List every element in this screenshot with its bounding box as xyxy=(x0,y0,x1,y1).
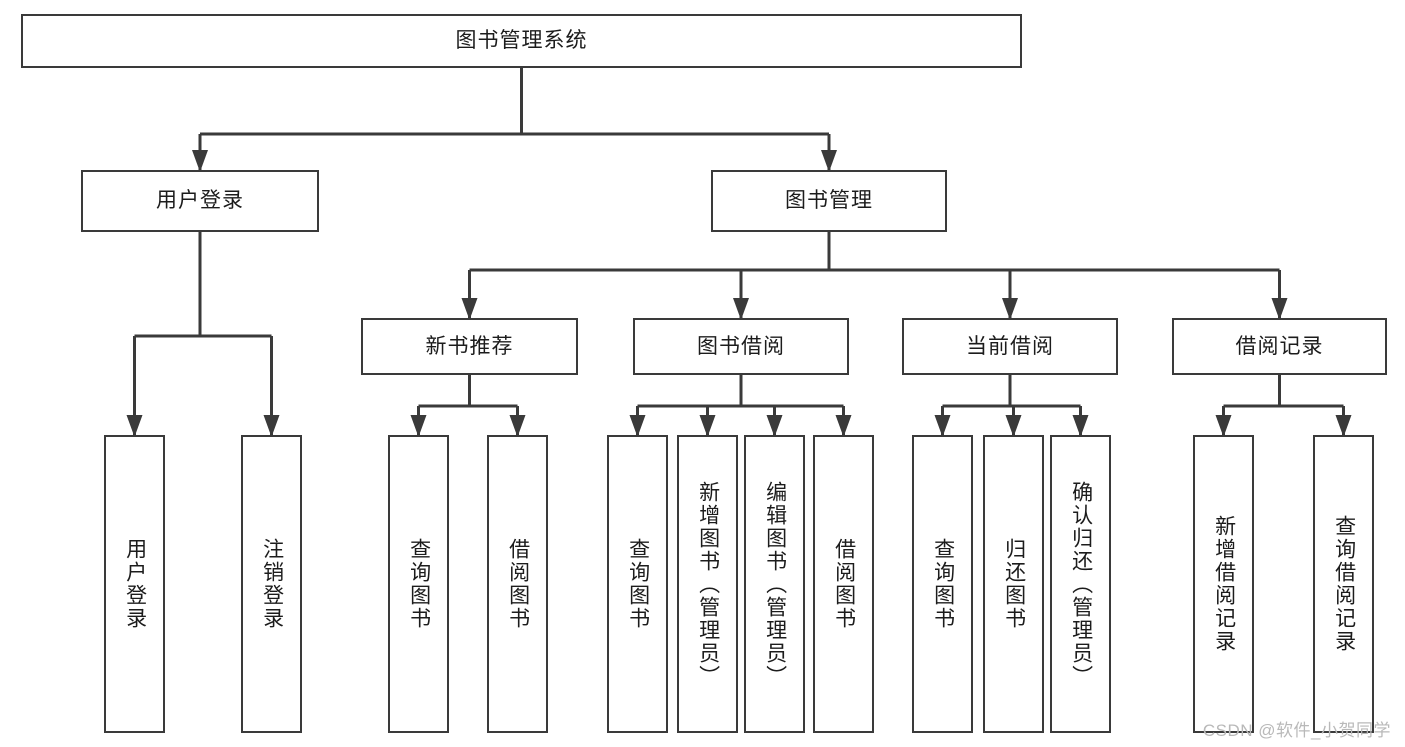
node-label: 注销登录 xyxy=(260,538,284,630)
arrowhead-icon xyxy=(1215,415,1232,437)
node-borrow[interactable]: 图书借阅 xyxy=(633,318,849,375)
node-leaf6[interactable]: 新增图书（管理员） xyxy=(677,435,738,733)
node-label: 借阅图书 xyxy=(506,538,530,630)
arrowhead-icon xyxy=(461,298,478,320)
node-root[interactable]: 图书管理系统 xyxy=(21,14,1022,68)
node-label: 查询图书 xyxy=(626,538,650,630)
node-leaf4[interactable]: 借阅图书 xyxy=(487,435,548,733)
node-label: 编辑图书（管理员） xyxy=(763,480,787,688)
arrowhead-icon xyxy=(934,415,951,437)
node-label: 借阅图书 xyxy=(832,538,856,630)
node-label: 用户登录 xyxy=(156,189,244,213)
node-leaf8[interactable]: 借阅图书 xyxy=(813,435,874,733)
arrowhead-icon xyxy=(835,415,852,437)
arrowhead-icon xyxy=(1072,415,1089,437)
node-current[interactable]: 当前借阅 xyxy=(902,318,1118,375)
node-label: 查询借阅记录 xyxy=(1332,515,1356,653)
node-label: 查询图书 xyxy=(407,538,431,630)
node-label: 用户登录 xyxy=(123,538,147,630)
node-leaf2[interactable]: 注销登录 xyxy=(241,435,302,733)
node-bookmgmt[interactable]: 图书管理 xyxy=(711,170,947,232)
node-leaf10[interactable]: 归还图书 xyxy=(983,435,1044,733)
arrowhead-icon xyxy=(629,415,646,437)
node-label: 图书管理 xyxy=(785,189,873,213)
node-label: 图书管理系统 xyxy=(455,29,588,53)
node-leaf7[interactable]: 编辑图书（管理员） xyxy=(744,435,805,733)
arrowhead-icon xyxy=(1335,415,1352,437)
node-leaf5[interactable]: 查询图书 xyxy=(607,435,668,733)
arrowhead-icon xyxy=(192,150,208,172)
watermark-label: CSDN @软件_小贺同学 xyxy=(1202,721,1391,740)
arrowhead-icon xyxy=(410,415,427,437)
node-label: 新书推荐 xyxy=(425,334,514,358)
node-label: 当前借阅 xyxy=(966,334,1054,358)
arrowhead-icon xyxy=(1005,415,1022,437)
node-label: 新增借阅记录 xyxy=(1212,515,1236,653)
arrowhead-icon xyxy=(821,150,837,172)
node-label: 确认归还（管理员） xyxy=(1069,480,1093,688)
node-leaf13[interactable]: 查询借阅记录 xyxy=(1313,435,1374,733)
node-label: 归还图书 xyxy=(1002,538,1026,630)
node-leaf1[interactable]: 用户登录 xyxy=(104,435,165,733)
node-label: 新增图书（管理员） xyxy=(696,480,720,688)
arrowhead-icon xyxy=(699,415,716,437)
arrowhead-icon xyxy=(1271,298,1288,320)
arrowhead-icon xyxy=(1002,298,1018,320)
node-newbook[interactable]: 新书推荐 xyxy=(361,318,578,375)
arrowhead-icon xyxy=(126,415,143,437)
arrowhead-icon xyxy=(263,415,280,437)
node-label: 借阅记录 xyxy=(1235,334,1324,358)
node-leaf3[interactable]: 查询图书 xyxy=(388,435,449,733)
node-leaf9[interactable]: 查询图书 xyxy=(912,435,973,733)
node-leaf12[interactable]: 新增借阅记录 xyxy=(1193,435,1254,733)
node-label: 查询图书 xyxy=(931,538,955,630)
arrowhead-icon xyxy=(509,415,526,437)
node-leaf11[interactable]: 确认归还（管理员） xyxy=(1050,435,1111,733)
node-login[interactable]: 用户登录 xyxy=(81,170,319,232)
arrowhead-icon xyxy=(766,415,783,437)
node-record[interactable]: 借阅记录 xyxy=(1172,318,1387,375)
node-label: 图书借阅 xyxy=(697,334,785,358)
arrowhead-icon xyxy=(733,298,749,320)
